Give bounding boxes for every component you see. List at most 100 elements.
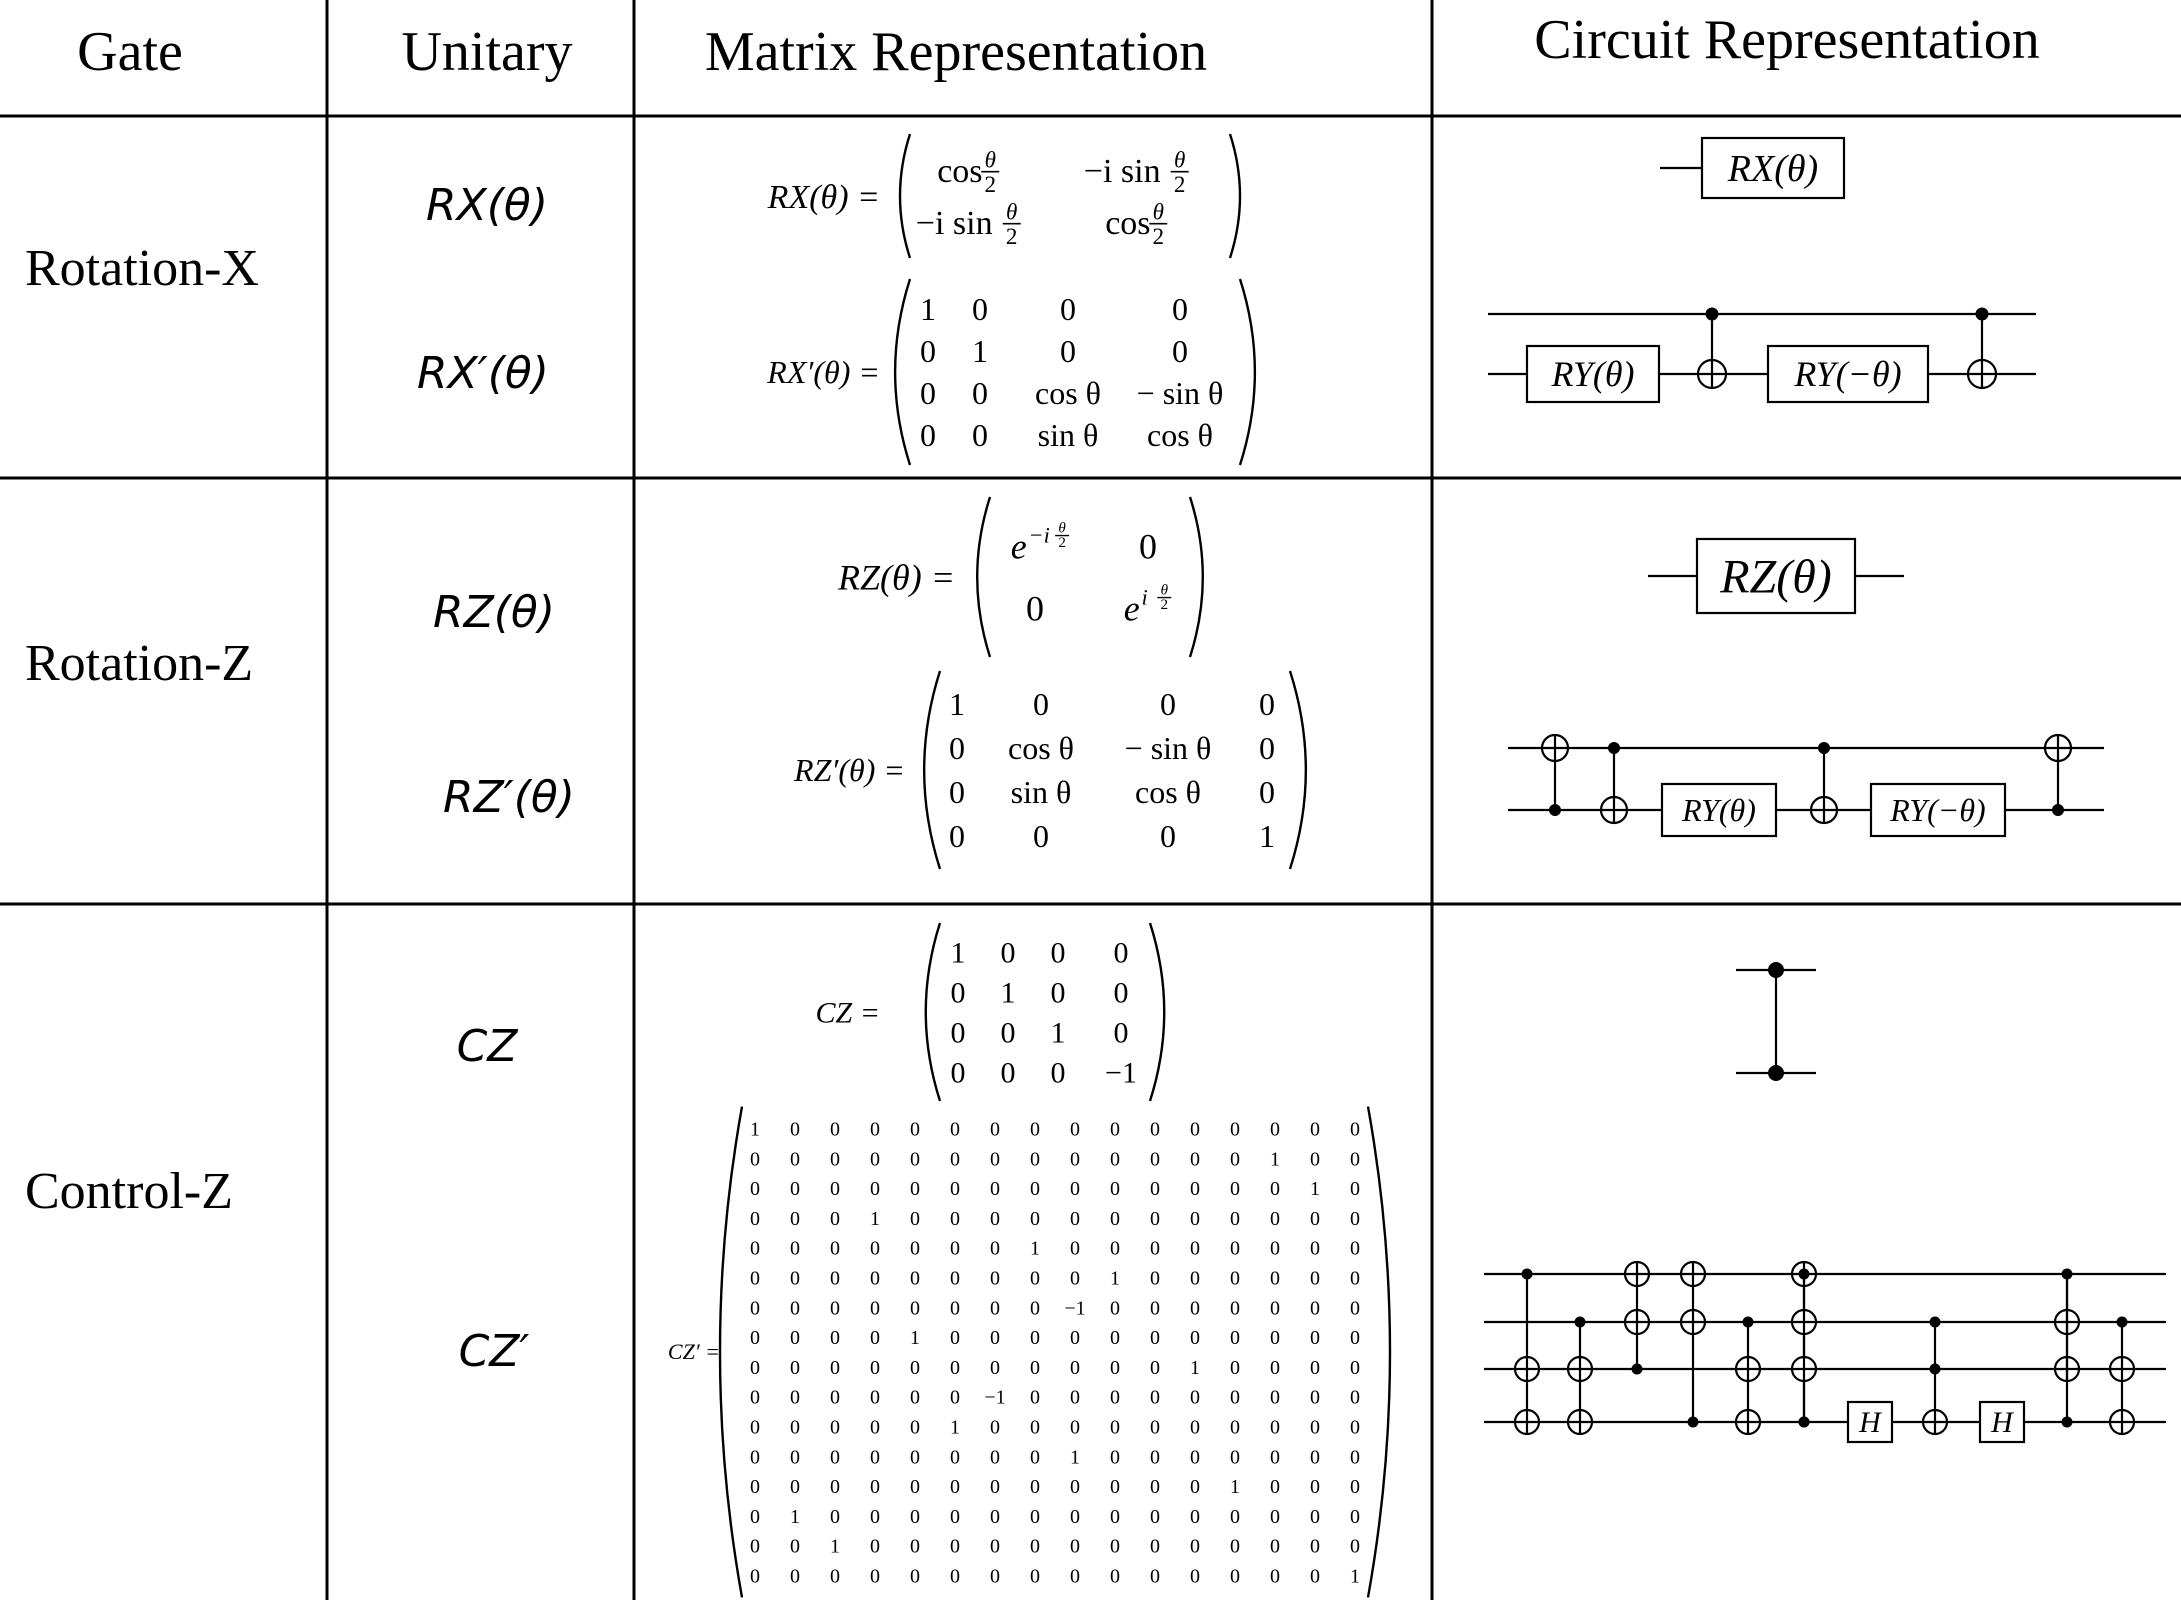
gate-box-ry-neg: RY(−θ): [1869, 782, 2007, 838]
svg-text:1: 1: [1070, 1446, 1080, 1468]
matrix-cell: 0: [1350, 1297, 1360, 1319]
svg-text:0: 0: [990, 1506, 1000, 1528]
svg-text:−i sin: −i sin: [916, 205, 993, 242]
matrix-cell: 0: [950, 1387, 960, 1409]
svg-text:0: 0: [870, 1268, 880, 1290]
svg-text:2: 2: [984, 172, 996, 198]
svg-text:0: 0: [1051, 977, 1066, 1010]
svg-text:1: 1: [950, 1417, 960, 1439]
svg-text:0: 0: [972, 291, 988, 327]
cnot-target: [1790, 1308, 1818, 1336]
matrix-cell: 0: [1070, 1327, 1080, 1349]
matrix-cell: 0: [790, 1446, 800, 1468]
matrix-cell: 0: [1150, 1178, 1160, 1200]
matrix-cell: 1: [1270, 1148, 1280, 1170]
matrix-cell: 0: [1190, 1476, 1200, 1498]
svg-text:0: 0: [1230, 1536, 1240, 1558]
matrix-cell: 0: [1190, 1119, 1200, 1141]
matrix-cell: 1: [1230, 1476, 1240, 1498]
svg-text:e: e: [1011, 527, 1027, 567]
svg-text:0: 0: [990, 1536, 1000, 1558]
svg-text:0: 0: [910, 1536, 920, 1558]
matrix-cell: 0: [1350, 1178, 1360, 1200]
svg-text:0: 0: [830, 1238, 840, 1260]
svg-text:1: 1: [790, 1506, 800, 1528]
svg-text:RX(θ): RX(θ): [1727, 148, 1818, 190]
svg-text:0: 0: [1259, 686, 1275, 722]
matrix-cell: 0: [1259, 730, 1275, 766]
svg-text:θ: θ: [1174, 148, 1185, 174]
matrix-cell: 0: [830, 1208, 840, 1230]
cnot-target: [1790, 1355, 1818, 1383]
matrix-cell: 0: [1150, 1297, 1160, 1319]
matrix-cell: −1: [1064, 1297, 1085, 1319]
svg-text:1: 1: [910, 1327, 920, 1349]
matrix-cell: 0: [1110, 1506, 1120, 1528]
matrix-cell: 0: [910, 1446, 920, 1468]
matrix-cell: 0: [1139, 527, 1157, 567]
matrix-cell: 0: [1070, 1268, 1080, 1290]
matrix-cell: −1: [1105, 1057, 1137, 1090]
svg-text:0: 0: [790, 1357, 800, 1379]
svg-text:0: 0: [830, 1417, 840, 1439]
matrix-cell: 0: [1270, 1268, 1280, 1290]
matrix-cell: 0: [949, 818, 965, 854]
matrix-cell: 1: [1030, 1238, 1040, 1260]
svg-text:0: 0: [1110, 1506, 1120, 1528]
svg-text:0: 0: [1270, 1119, 1280, 1141]
svg-text:1: 1: [1270, 1148, 1280, 1170]
svg-text:1: 1: [951, 937, 966, 970]
svg-text:0: 0: [830, 1446, 840, 1468]
matrix-cell: cos θ: [1008, 730, 1074, 766]
matrix-cell: 0: [1030, 1178, 1040, 1200]
cnot-target: [1623, 1308, 1651, 1336]
matrix-cell: cos θ: [1035, 375, 1101, 411]
right-paren: [1238, 278, 1257, 466]
matrix-cell: 0: [1310, 1268, 1320, 1290]
svg-text:cos: cos: [1105, 205, 1150, 242]
svg-text:RY(−θ): RY(−θ): [1793, 354, 1901, 394]
svg-text:0: 0: [1172, 291, 1188, 327]
svg-text:0: 0: [1110, 1297, 1120, 1319]
svg-text:0: 0: [910, 1297, 920, 1319]
svg-text:0: 0: [1190, 1476, 1200, 1498]
svg-text:0: 0: [1310, 1536, 1320, 1558]
control-dot: [1798, 1416, 1810, 1428]
matrix-cell: 1: [1310, 1178, 1320, 1200]
matrix-cell: 0: [1070, 1506, 1080, 1528]
matrix-cell: 0: [1190, 1297, 1200, 1319]
svg-text:0: 0: [1030, 1327, 1040, 1349]
matrix-cell: 0: [1230, 1387, 1240, 1409]
matrix-cell: 0: [910, 1476, 920, 1498]
svg-text:0: 0: [1310, 1566, 1320, 1588]
svg-text:0: 0: [790, 1446, 800, 1468]
svg-text:0: 0: [870, 1506, 880, 1528]
matrix-cell: 0: [1310, 1327, 1320, 1349]
svg-text:0: 0: [1150, 1566, 1160, 1588]
matrix-cell: 0: [1190, 1178, 1200, 1200]
matrix-cell: 0: [750, 1357, 760, 1379]
matrix-cell: 0: [1230, 1178, 1240, 1200]
svg-text:0: 0: [1150, 1119, 1160, 1141]
svg-text:0: 0: [1350, 1476, 1360, 1498]
matrix-cell: 0: [870, 1417, 880, 1439]
svg-text:0: 0: [1001, 937, 1016, 970]
svg-text:0: 0: [750, 1357, 760, 1379]
matrix-cell: 0: [950, 1297, 960, 1319]
matrix-cell: 0: [1270, 1327, 1280, 1349]
control-dot: [1798, 1268, 1810, 1280]
svg-text:0: 0: [830, 1566, 840, 1588]
matrix-cell: 0: [1310, 1387, 1320, 1409]
svg-text:0: 0: [1030, 1506, 1040, 1528]
control-dot: [1975, 307, 1989, 321]
matrix-cell: 0: [910, 1238, 920, 1260]
matrix-cell: 1: [1350, 1566, 1360, 1588]
matrix-cell: 0: [870, 1387, 880, 1409]
svg-text:0: 0: [1070, 1476, 1080, 1498]
matrix-cell: 0: [1270, 1566, 1280, 1588]
matrix-cell: 0: [830, 1327, 840, 1349]
svg-text:0: 0: [1310, 1417, 1320, 1439]
control-dot: [2116, 1316, 2128, 1328]
